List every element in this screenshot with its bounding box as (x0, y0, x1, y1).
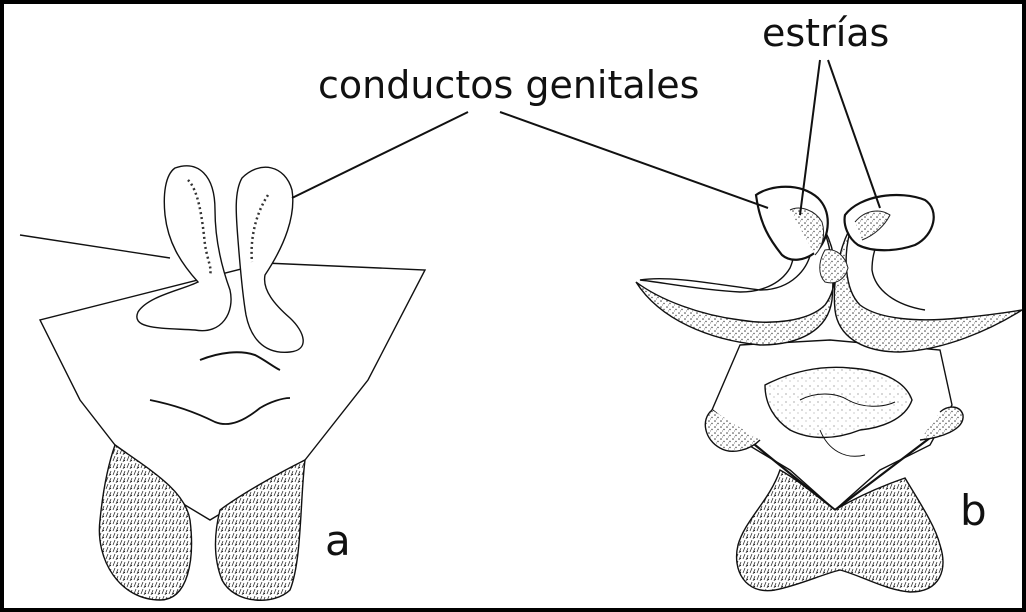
leader-ducts-a (292, 112, 468, 198)
leader-striae-right (828, 60, 880, 208)
label-striae: estrías (762, 14, 889, 52)
leader-ducts-b (500, 112, 768, 208)
panel-a-specimen (20, 166, 425, 600)
panel-label-b: b (960, 490, 987, 532)
panel-label-a: a (325, 520, 351, 562)
label-genital-ducts: conductos genitales (318, 66, 699, 104)
panel-a-left-duct (137, 166, 231, 331)
